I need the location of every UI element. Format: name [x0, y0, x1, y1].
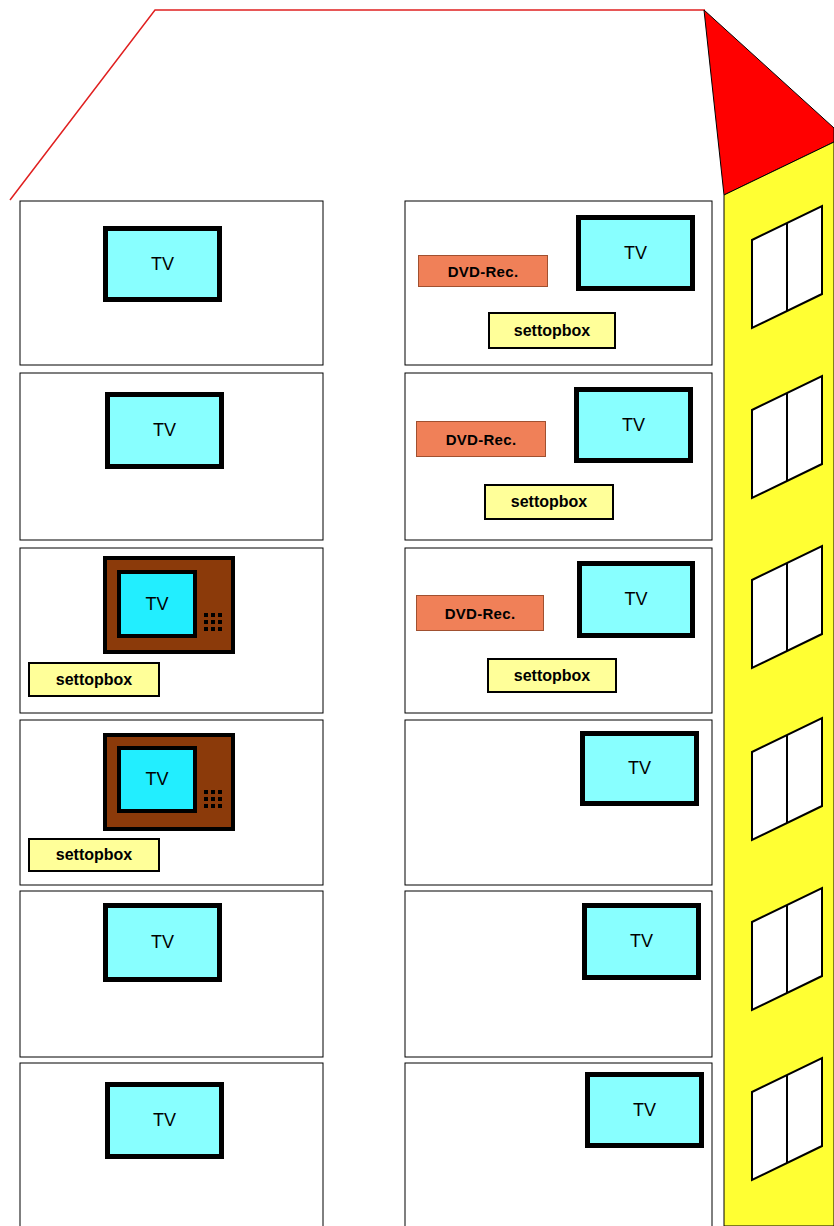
tv-screen: TV [117, 746, 197, 813]
window [752, 376, 822, 498]
device-label: TV [151, 932, 174, 953]
device-label: DVD-Rec. [448, 263, 519, 280]
tv-screen: TV [577, 561, 695, 638]
window-mullion [786, 563, 788, 651]
device-label: TV [628, 758, 651, 779]
device-label: settopbox [56, 846, 132, 864]
apartment [405, 201, 712, 365]
device-label: TV [151, 254, 174, 275]
device-label: settopbox [514, 667, 590, 685]
apartment [405, 720, 712, 885]
tv-button [204, 790, 208, 794]
tv-button [211, 613, 215, 617]
tv-button [218, 804, 222, 808]
tv-button [218, 797, 222, 801]
apartment [405, 891, 712, 1057]
tv-button [204, 627, 208, 631]
side-wall [724, 142, 834, 1226]
window [752, 1058, 822, 1180]
tv-button [218, 620, 222, 624]
device-label: settopbox [511, 493, 587, 511]
device-label: TV [622, 415, 645, 436]
device-label: DVD-Rec. [445, 605, 516, 622]
settop-box: settopbox [484, 484, 614, 520]
apartment [20, 548, 323, 713]
tv-button [211, 627, 215, 631]
tv-button [204, 797, 208, 801]
apartments [20, 201, 712, 1226]
device-label: TV [624, 243, 647, 264]
device-label: TV [633, 1100, 656, 1121]
tv-button [204, 620, 208, 624]
apartment [20, 891, 323, 1057]
window [752, 546, 822, 668]
tv-button [218, 790, 222, 794]
tv-screen: TV [103, 226, 222, 302]
apartment [20, 373, 323, 540]
apartment [405, 373, 712, 540]
apartment [405, 1063, 712, 1226]
window [752, 718, 822, 840]
tv-button [218, 613, 222, 617]
tv-screen: TV [580, 731, 699, 806]
dvd-recorder: DVD-Rec. [418, 255, 548, 287]
apartment [20, 201, 323, 365]
tv-screen: TV [103, 903, 222, 982]
device-label: settopbox [56, 671, 132, 689]
window-mullion [786, 393, 788, 481]
tv-screen: TV [105, 1082, 224, 1159]
tv-button [204, 613, 208, 617]
settop-box: settopbox [487, 658, 617, 693]
settop-box: settopbox [28, 662, 160, 697]
window-mullion [786, 223, 788, 311]
apartment [20, 720, 323, 885]
apartment [20, 1063, 323, 1226]
device-label: TV [145, 769, 168, 790]
device-label: TV [153, 1110, 176, 1131]
tv-screen: TV [585, 1072, 704, 1148]
tv-button [211, 790, 215, 794]
tv-screen: TV [105, 392, 224, 469]
tv-button [218, 627, 222, 631]
dvd-recorder: DVD-Rec. [416, 421, 546, 457]
old-tv-case [105, 558, 233, 652]
settop-box: settopbox [28, 838, 160, 872]
tv-screen: TV [117, 570, 197, 638]
old-tv-case [105, 735, 233, 829]
device-label: TV [630, 931, 653, 952]
dvd-recorder: DVD-Rec. [416, 595, 544, 631]
windows [752, 206, 822, 1180]
window-mullion [786, 905, 788, 993]
window [752, 206, 822, 328]
tv-button [211, 620, 215, 624]
tv-button [211, 804, 215, 808]
window [752, 888, 822, 1010]
device-label: TV [145, 594, 168, 615]
device-label: TV [153, 420, 176, 441]
tv-button [204, 804, 208, 808]
window-mullion [786, 735, 788, 823]
device-label: settopbox [514, 322, 590, 340]
tv-screen: TV [574, 387, 693, 463]
apartment [405, 548, 712, 713]
roof-outline [10, 10, 705, 200]
window-mullion [786, 1075, 788, 1163]
settop-box: settopbox [488, 312, 616, 349]
device-label: DVD-Rec. [446, 431, 517, 448]
device-label: TV [624, 589, 647, 610]
tv-screen: TV [582, 903, 701, 980]
tv-screen: TV [576, 215, 695, 291]
tv-button [211, 797, 215, 801]
